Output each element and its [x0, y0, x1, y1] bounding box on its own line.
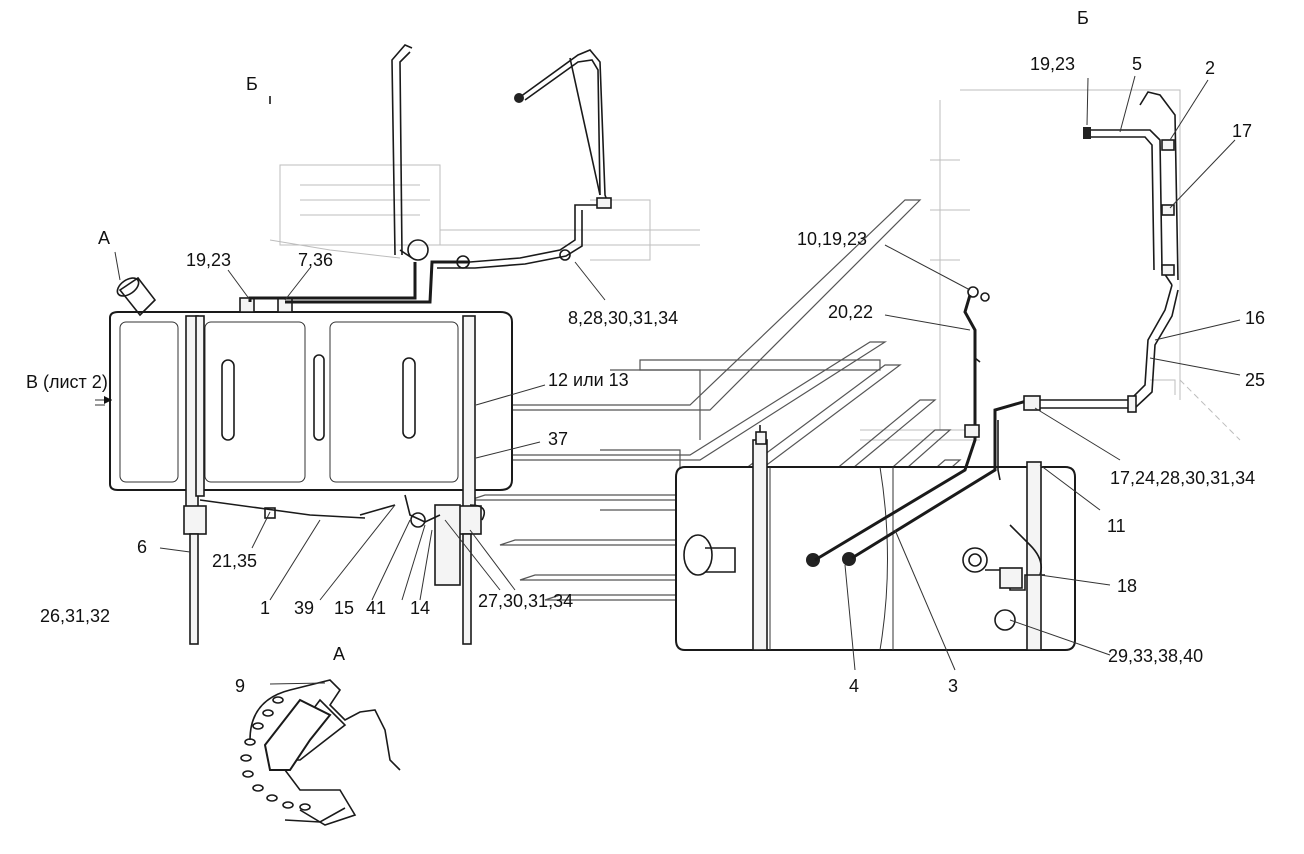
label-26-31-32: 26,31,32 — [40, 606, 110, 626]
label-15: 15 — [334, 598, 354, 618]
label-8-28-30-31-34: 8,28,30,31,34 — [568, 308, 678, 328]
left-fuel-tank — [109, 276, 513, 645]
label-11: 11 — [1107, 516, 1126, 536]
right-fuel-tank — [675, 425, 1076, 651]
label-6: 6 — [137, 537, 147, 557]
chain-links — [240, 696, 311, 811]
part-labels: А Б Б А В (лист 2) 19,23 7,36 8,28,30,31… — [26, 8, 1265, 696]
label-39: 39 — [294, 598, 314, 618]
label-14: 14 — [410, 598, 430, 618]
label-29-33-38-40: 29,33,38,40 — [1108, 646, 1203, 666]
label-v-list2: В (лист 2) — [26, 372, 108, 392]
frame-background-sketch — [269, 164, 700, 261]
label-7-36: 7,36 — [298, 250, 333, 270]
label-21-35: 21,35 — [212, 551, 257, 571]
label-10-19-23: 10,19,23 — [797, 229, 867, 249]
label-2: 2 — [1205, 58, 1215, 78]
label-41: 41 — [366, 598, 386, 618]
label-19-23-right: 19,23 — [1030, 54, 1075, 74]
frame-right-background-sketch — [860, 89, 1241, 441]
label-view-b-left: Б — [246, 74, 258, 94]
label-25: 25 — [1245, 370, 1265, 390]
label-37: 37 — [548, 429, 568, 449]
label-16: 16 — [1245, 308, 1265, 328]
label-view-a: А — [98, 228, 110, 248]
right-fuel-lines — [814, 91, 1179, 562]
leader-lines — [95, 75, 1241, 685]
label-1: 1 — [260, 598, 270, 618]
label-detail-a: А — [333, 644, 345, 664]
label-4: 4 — [849, 676, 859, 696]
detail-a-cap-chain — [240, 679, 401, 826]
label-17: 17 — [1232, 121, 1252, 141]
label-5: 5 — [1132, 54, 1142, 74]
label-19-23-left: 19,23 — [186, 250, 231, 270]
label-17-24-28-30-31-34: 17,24,28,30,31,34 — [1110, 468, 1255, 488]
label-27-30-31-34: 27,30,31,34 — [478, 591, 573, 611]
label-9: 9 — [235, 676, 245, 696]
label-12-13: 12 или 13 — [548, 370, 629, 390]
label-20-22: 20,22 — [828, 302, 873, 322]
label-18: 18 — [1117, 576, 1137, 596]
label-view-b-right: Б — [1077, 8, 1089, 28]
label-3: 3 — [948, 676, 958, 696]
